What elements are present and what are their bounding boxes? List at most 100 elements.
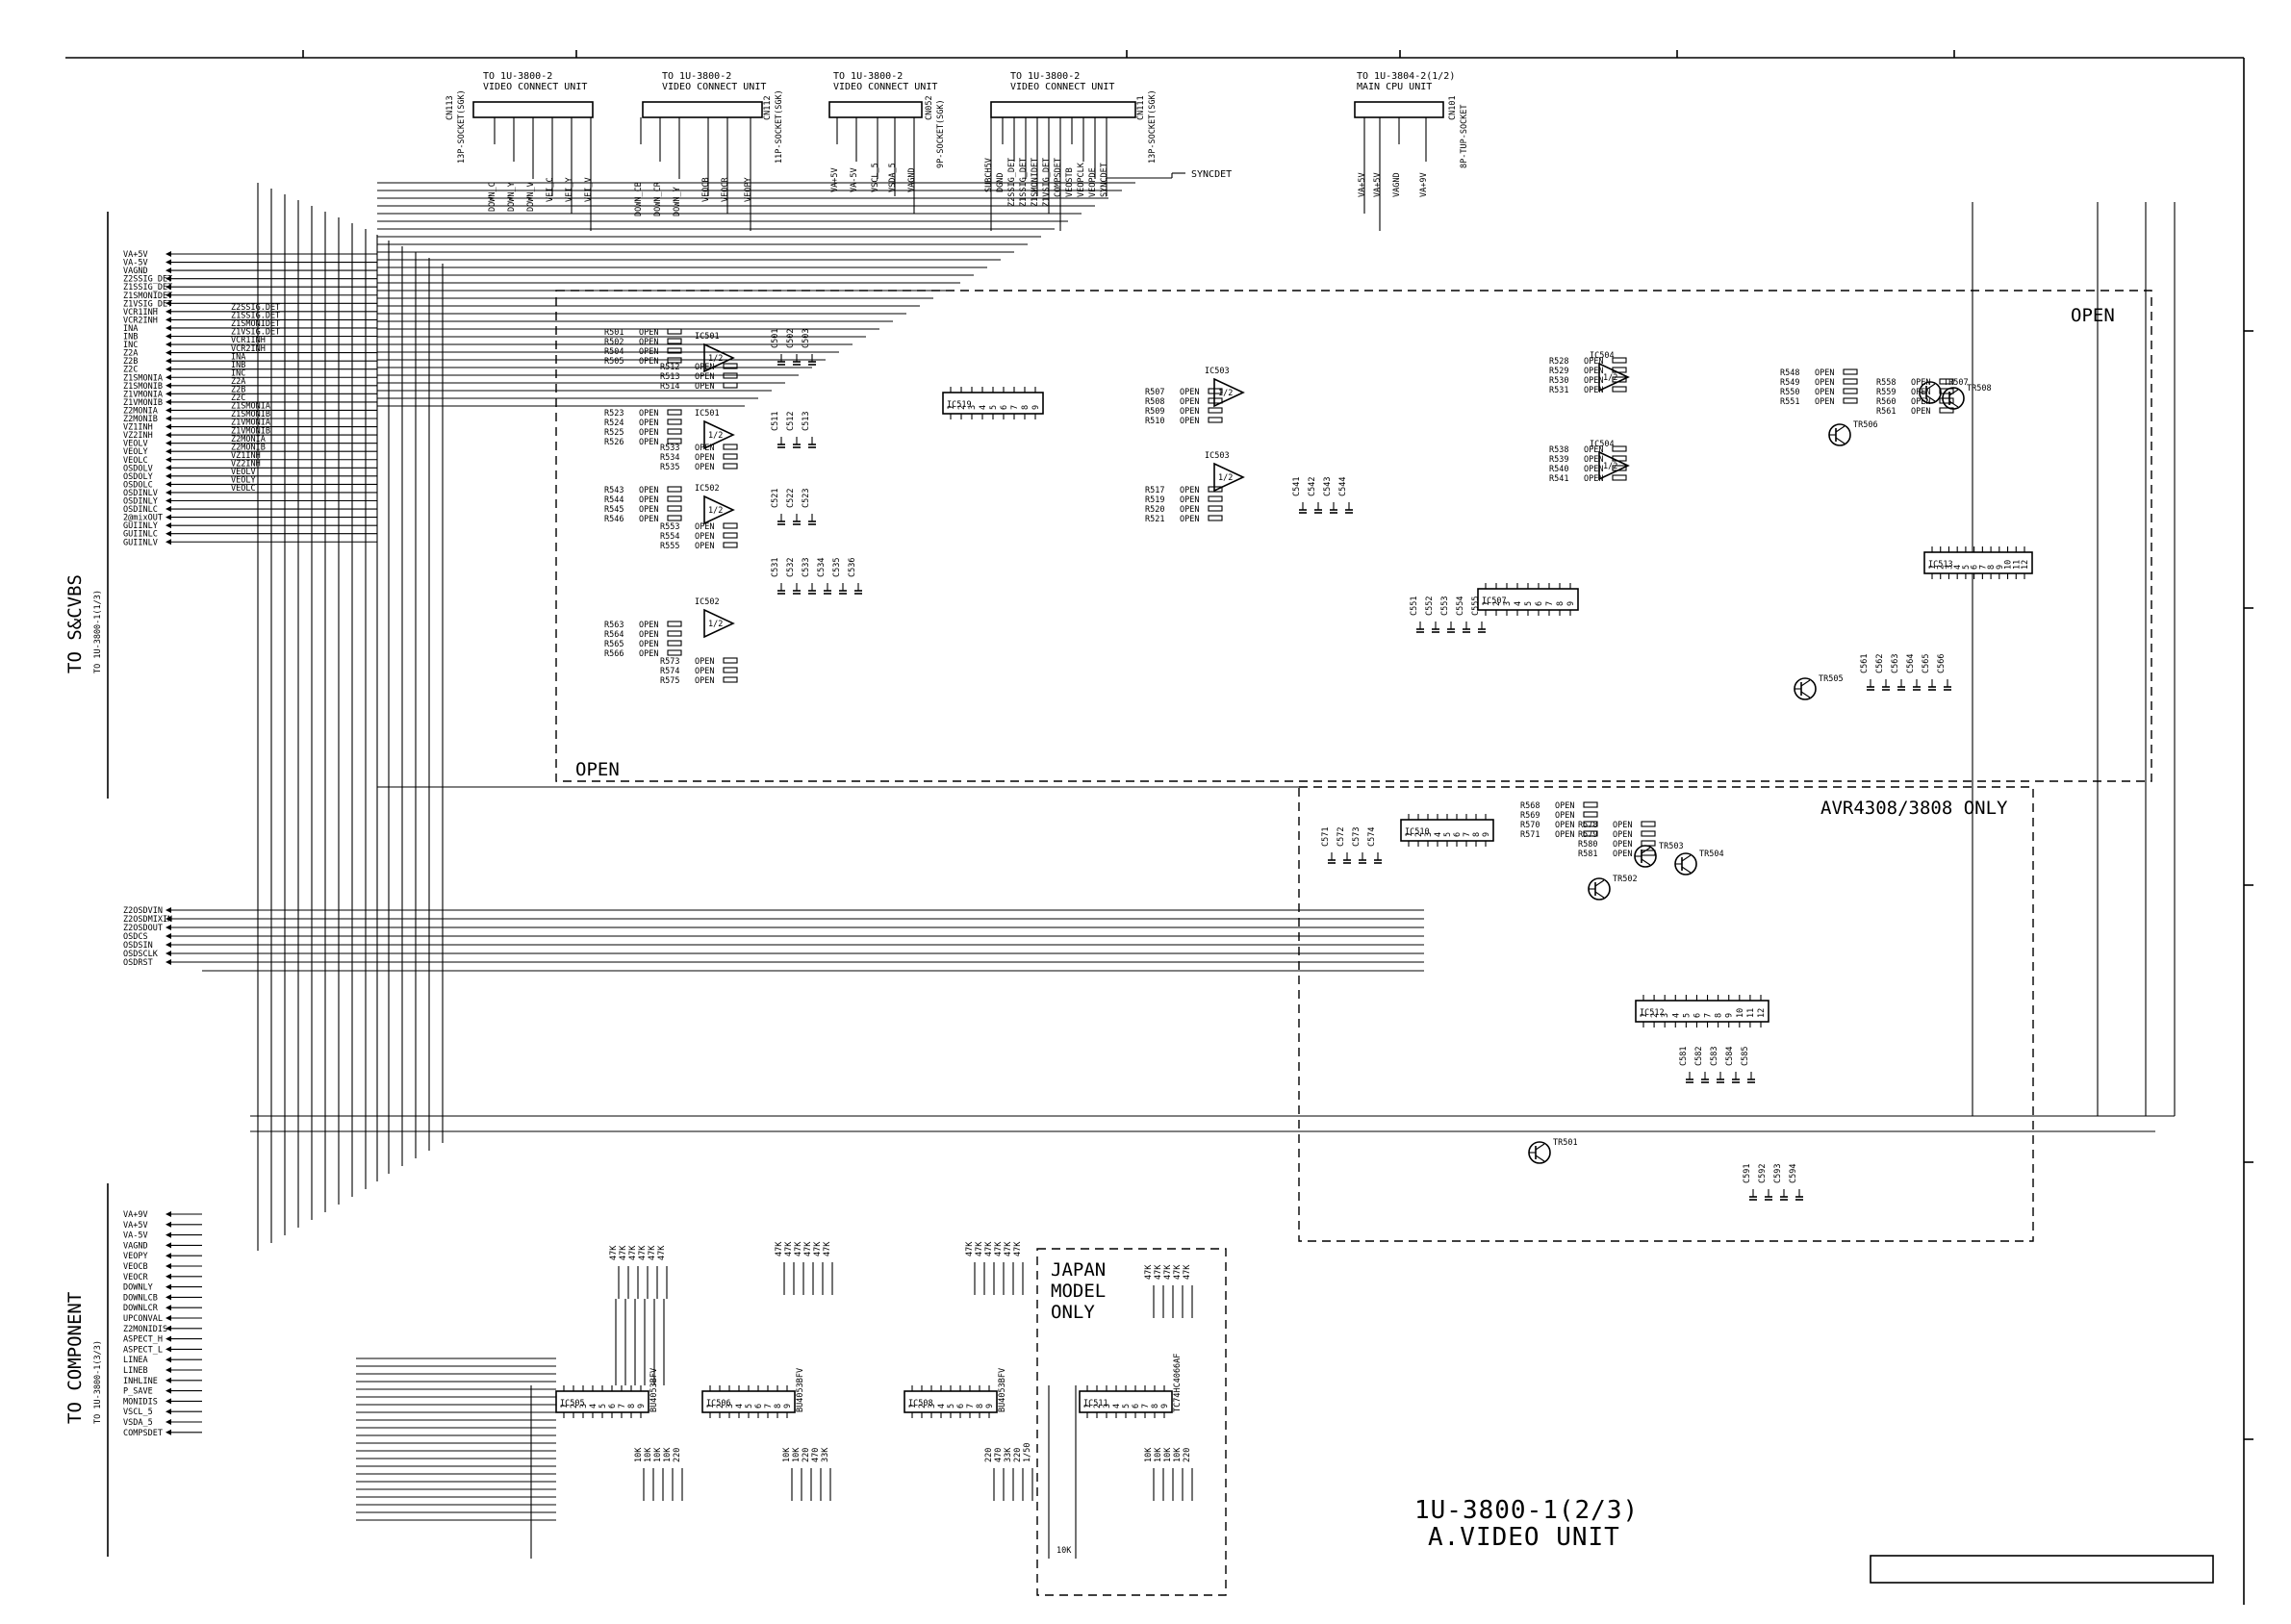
- svg-text:Z1SMONIDET: Z1SMONIDET: [1031, 158, 1040, 207]
- ic-pin-number: 4: [1434, 832, 1443, 837]
- ic-pin-number: 1: [560, 1404, 570, 1408]
- ic-ref: IC502: [695, 484, 720, 494]
- value-label: 47K: [803, 1241, 813, 1256]
- ic-type: BU4053BFV: [649, 1368, 659, 1412]
- left-signal-label: OSDRST: [123, 958, 153, 968]
- value-label: 220: [673, 1448, 682, 1462]
- resistor-ref: R521: [1145, 515, 1164, 524]
- left-signal-label: OSDINLV: [123, 489, 158, 498]
- capacitor-ref: C594: [1789, 1164, 1798, 1183]
- arrow-icon: [165, 1377, 171, 1383]
- value-label: 10K: [644, 1447, 653, 1462]
- svg-text:Z2SSIG_DET: Z2SSIG_DET: [1007, 158, 1017, 207]
- left-signal-label: VCR2INH: [123, 316, 158, 325]
- capacitor-ref: C563: [1891, 654, 1900, 673]
- capacitor-ref: C582: [1694, 1047, 1704, 1066]
- value-label: OPEN: [695, 453, 714, 463]
- left-signal-label: LINEB: [123, 1366, 148, 1376]
- open-label-top: OPEN: [2071, 305, 2115, 326]
- arrow-icon: [165, 1263, 171, 1269]
- left-signal-label: Z2OSDOUT: [123, 924, 163, 933]
- ic-ref: IC504: [1590, 440, 1615, 449]
- resistor-icon: [667, 640, 682, 647]
- op-amp-label: 1/2: [1603, 373, 1617, 383]
- scvbs-ref: TO 1U-3800-1(1/3): [93, 590, 103, 673]
- net-label: VCR2INH: [231, 344, 266, 354]
- arrow-icon: [165, 1305, 171, 1311]
- value-label: 47K: [813, 1241, 823, 1256]
- ic-pin-number: 11: [2012, 560, 2022, 570]
- ic-pin-number: 5: [598, 1404, 608, 1408]
- capacitor-ref: C552: [1425, 596, 1435, 616]
- value-label: 47K: [984, 1241, 994, 1256]
- net-label: VZ2INH: [231, 459, 261, 469]
- ic-pin-number: 1: [1482, 601, 1491, 606]
- value-label: OPEN: [695, 363, 714, 372]
- left-signal-label: VA-5V: [123, 1231, 148, 1241]
- svg-text:CN052: CN052: [925, 95, 934, 120]
- arrow-icon: [165, 1211, 171, 1217]
- connector-socket: 13P-SOCKET(SGK): [457, 89, 467, 164]
- resistor-icon: [667, 338, 682, 344]
- value-label: OPEN: [639, 347, 658, 357]
- arrow-icon: [165, 1273, 171, 1280]
- transistor-ref: TR505: [1819, 674, 1844, 684]
- left-signal-label: DOWNLCB: [123, 1293, 158, 1303]
- arrow-icon: [165, 539, 171, 546]
- ic-pin-number: 5: [1122, 1404, 1132, 1408]
- value-label: OPEN: [1815, 368, 1834, 378]
- resistor-ref: R524: [604, 419, 624, 428]
- resistor-icon: [667, 347, 682, 354]
- left-signal-label: Z2MONIA: [123, 406, 158, 416]
- left-signal-label: VA+9V: [123, 1210, 148, 1220]
- ic-pin-number: 5: [947, 1404, 956, 1408]
- value-label: OPEN: [1555, 830, 1574, 840]
- value-label: OPEN: [695, 657, 714, 667]
- ic-pin-number: 3: [1945, 565, 1954, 570]
- ic-pin-number: 12: [2021, 560, 2030, 570]
- capacitor-ref: C502: [786, 329, 796, 348]
- resistor-icon: [723, 657, 738, 664]
- arrow-icon: [165, 506, 171, 513]
- left-signal-column-top: VA+5VVA-5VVAGNDZ2SSIG_DETZ1SSIG_DETZ1SMO…: [123, 250, 377, 547]
- left-signal-label: Z2MONIB: [123, 415, 158, 424]
- left-signal-label: GUIINLC: [123, 530, 158, 540]
- value-label: OPEN: [695, 444, 714, 453]
- resistor-ref: R548: [1780, 368, 1799, 378]
- left-signal-label: VAGND: [123, 266, 148, 276]
- left-signal-label: OSDINLC: [123, 505, 158, 515]
- ic-pin-number: 3: [1424, 832, 1434, 837]
- arrow-icon: [165, 1429, 171, 1435]
- capacitor-ref: C521: [771, 489, 780, 508]
- component-label: TO COMPONENT: [64, 1292, 86, 1424]
- svg-text:DOWN_CB: DOWN_CB: [634, 182, 644, 216]
- resistor-icon: [667, 428, 682, 435]
- left-signal-label: Z2MONIDIS: [123, 1325, 167, 1334]
- resistor-ref: R579: [1578, 830, 1597, 840]
- resistor-ref: R539: [1549, 455, 1568, 465]
- component-ref: TO 1U-3800-1(3/3): [93, 1340, 103, 1424]
- value-label: OPEN: [1613, 840, 1632, 850]
- net-label: INC: [231, 368, 245, 378]
- arrow-icon: [165, 374, 171, 381]
- value-label: 47K: [619, 1245, 628, 1260]
- capacitor-ref: C532: [786, 558, 796, 577]
- capacitor-ref: C553: [1440, 596, 1450, 616]
- value-label: 10K: [653, 1447, 663, 1462]
- resistor-icon: [1612, 474, 1627, 481]
- ic-ref: IC513: [1928, 560, 1953, 570]
- arrow-icon: [165, 1242, 171, 1249]
- value-label: 47K: [784, 1241, 794, 1256]
- value-label: 220: [984, 1448, 994, 1462]
- value-label: OPEN: [695, 676, 714, 686]
- ic-pin-number: 9: [1725, 1013, 1735, 1018]
- resistor-icon: [1843, 397, 1858, 404]
- resistor-ref: R578: [1578, 821, 1597, 830]
- ic-pin-number: 9: [783, 1404, 793, 1408]
- left-signal-label: VEOCR: [123, 1273, 148, 1282]
- resistor-ref: R513: [660, 372, 679, 382]
- left-signal-label: VZ2INH: [123, 431, 153, 441]
- left-signal-label: VA-5V: [123, 259, 148, 268]
- ic-type: BU4053BFV: [998, 1368, 1007, 1412]
- arrow-icon: [165, 407, 171, 414]
